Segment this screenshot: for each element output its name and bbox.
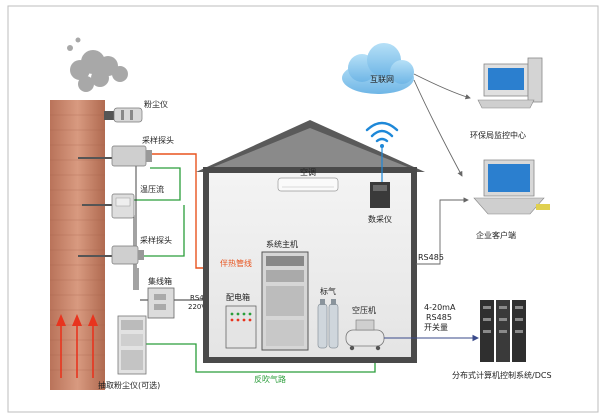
signal-rs485-label: RS485 (426, 313, 452, 322)
enterprise-laptop (473, 159, 550, 215)
wifi-icon (365, 121, 399, 183)
signal-4-20ma-label: 4-20mA (424, 303, 456, 312)
junction-box (147, 287, 175, 319)
smoke-cloud (67, 37, 128, 92)
standard-gas-label: 标气 (320, 286, 336, 296)
data-acquisition-unit (370, 182, 390, 208)
sampling-probe-2 (78, 245, 144, 265)
internet-label: 互联网 (370, 75, 394, 84)
air-compressor (345, 319, 385, 351)
enterprise-client-label: 企业客户端 (476, 230, 516, 240)
temp-pressure-flow-label: 温压流 (140, 184, 164, 194)
dcs-cabinets (480, 300, 526, 362)
rs485-client-label: RS485 (418, 253, 444, 262)
backflush-line (125, 167, 376, 373)
sampling-probe-1-label: 采样探头 (142, 135, 174, 145)
backflush-label: 反吹气路 (254, 374, 286, 384)
rs485-line-label-2: 220VAC (188, 303, 215, 311)
internet-to-client-line (413, 79, 463, 177)
extraction-dust-meter (117, 315, 147, 375)
power-cabinet-label: 配电箱 (226, 292, 250, 302)
signal-switch-label: 开关量 (424, 322, 448, 332)
env-bureau-computer (477, 57, 543, 109)
system-host-label: 系统主机 (266, 239, 298, 249)
dust-meter (104, 107, 143, 123)
internet-cloud (342, 43, 414, 94)
data-acquisition-label: 数采仪 (368, 214, 392, 224)
env-bureau-label: 环保局监控中心 (470, 130, 526, 140)
internet-to-env-bureau-line (413, 73, 471, 100)
dcs-label: 分布式计算机控制系统/DCS (452, 370, 552, 380)
junction-box-label: 集线箱 (148, 276, 172, 286)
temp-pressure-flow-meter (82, 193, 135, 219)
air-conditioner-label: 空调 (300, 167, 316, 177)
power-cabinet (225, 305, 257, 349)
extraction-dust-meter-label: 抽取粉尘仪(可选) (98, 380, 160, 390)
dust-meter-label: 粉尘仪 (144, 99, 168, 109)
sampling-probe-2-label: 采样探头 (140, 235, 172, 245)
heat-trace-label: 伴热管线 (220, 258, 252, 268)
flue-gas-flow-arrows (56, 314, 98, 378)
rs485-line-label-1: RS485 (190, 294, 213, 302)
system-host-cabinet (261, 251, 309, 351)
air-conditioner (277, 177, 339, 192)
air-compressor-label: 空压机 (352, 305, 376, 315)
house-to-client-line (416, 197, 469, 265)
standard-gas-cylinders (317, 299, 339, 349)
sampling-probe-1 (78, 145, 152, 167)
